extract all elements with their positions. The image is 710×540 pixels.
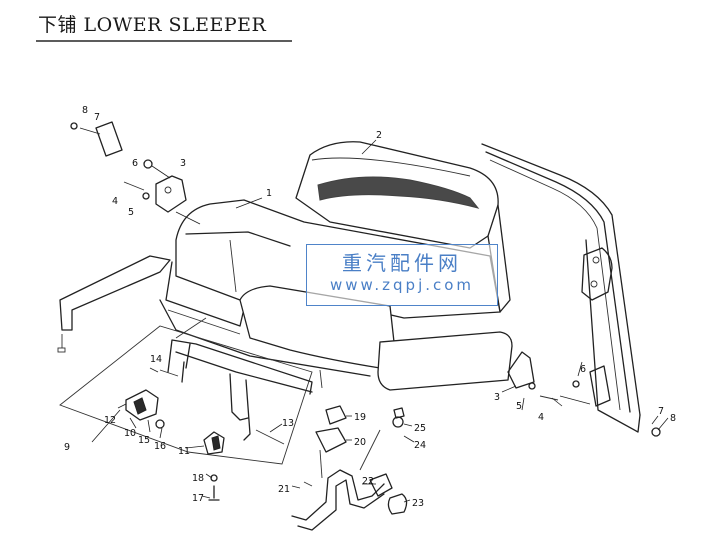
callout-8: 8 (82, 105, 88, 116)
support-bracket (291, 405, 408, 531)
callout-4: 4 (112, 196, 118, 207)
callout-1: 1 (266, 188, 272, 199)
leader-lines (91, 139, 669, 503)
watermark-stamp: 重汽配件网 www.zqpj.com (306, 244, 498, 306)
callout-16: 16 (154, 441, 166, 452)
callout-6: 6 (132, 158, 138, 169)
watermark-url: www.zqpj.com (329, 276, 475, 294)
callout-25: 25 (414, 423, 426, 434)
callout-8-right: 8 (670, 413, 676, 424)
diagram-title: 下铺 LOWER SLEEPER (38, 14, 267, 36)
callout-20: 20 (354, 437, 366, 448)
callout-13: 13 (282, 418, 294, 429)
callout-7-right: 7 (658, 406, 664, 417)
cab-wall (481, 143, 641, 433)
callout-14: 14 (150, 354, 162, 365)
callout-19: 19 (354, 412, 366, 423)
callout-9: 9 (64, 442, 70, 453)
callout-11: 11 (178, 446, 190, 457)
callout-10: 10 (124, 428, 136, 439)
callout-18: 18 (192, 473, 204, 484)
callout-22: 22 (362, 476, 374, 487)
callout-17: 17 (192, 493, 204, 504)
left-bracket (57, 255, 171, 353)
callout-4-right: 4 (538, 412, 544, 423)
callout-7: 7 (94, 112, 100, 123)
callout-12: 12 (104, 415, 116, 426)
callout-24: 24 (414, 440, 426, 451)
callout-6-right: 6 (580, 364, 586, 375)
callout-3-right: 3 (494, 392, 500, 403)
hinge-bracket-right (507, 351, 661, 437)
callout-2: 2 (376, 130, 382, 141)
storage-rack (59, 317, 323, 465)
screw-17 (208, 474, 220, 501)
title-underline (36, 40, 292, 42)
callout-numbers: 1 2 3 3 4 4 5 5 6 6 7 7 8 8 9 10 11 12 1… (64, 105, 676, 509)
callout-23: 23 (412, 498, 424, 509)
hinge-bracket-left (70, 121, 201, 225)
callout-3: 3 (180, 158, 186, 169)
mattress (295, 141, 511, 313)
callout-15: 15 (138, 435, 150, 446)
callout-5-right: 5 (516, 401, 522, 412)
watermark-name: 重汽配件网 (342, 251, 462, 275)
callout-21: 21 (278, 484, 290, 495)
callout-5: 5 (128, 207, 134, 218)
